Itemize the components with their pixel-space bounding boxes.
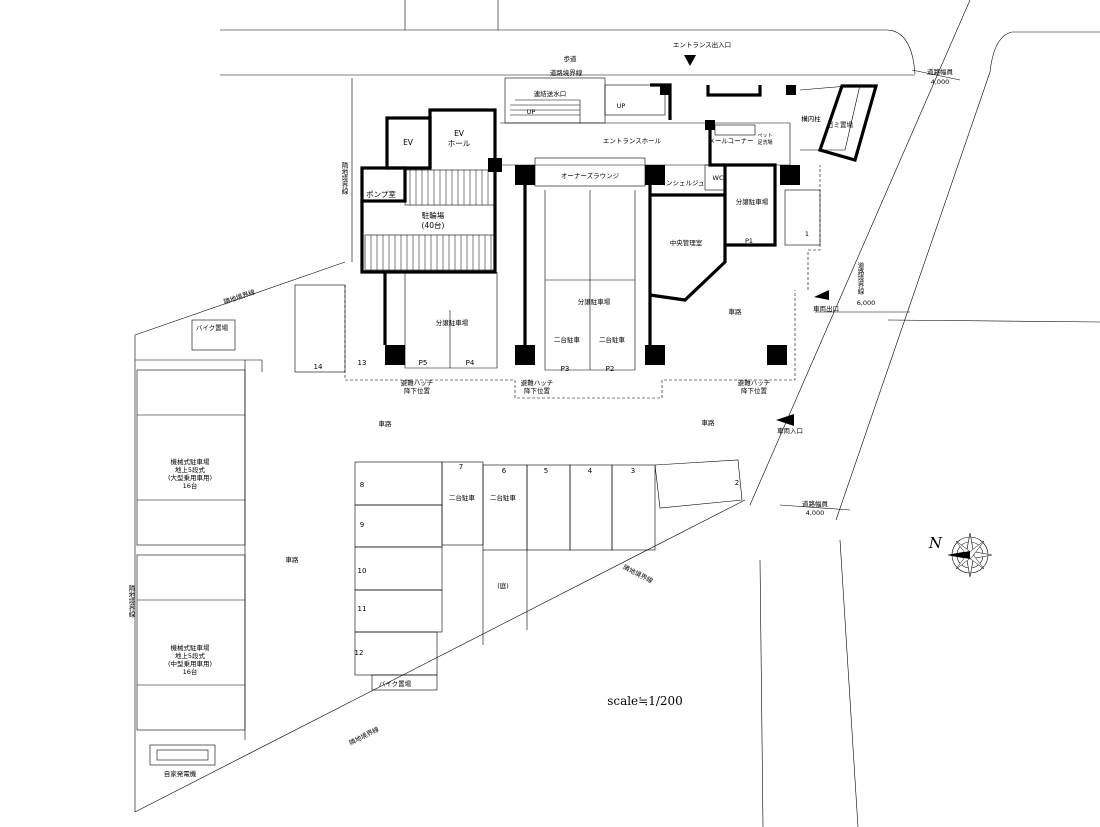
escape-hatch-label: 避難ハッチ	[401, 378, 434, 387]
stall-label: P4	[466, 359, 475, 367]
driveway-label: 車路	[702, 418, 716, 427]
driveway-label: 車路	[729, 307, 743, 316]
stall-label: 11	[358, 605, 367, 613]
road-width-label: 道路幅員	[802, 499, 829, 508]
bicycle-parking-label: 駐輪場	[422, 210, 445, 220]
arrow-down-icon	[684, 55, 696, 66]
stall-label: 1	[805, 230, 809, 238]
mechanical-parking-label: 16台	[183, 481, 198, 490]
building-outline-dashed	[344, 165, 821, 399]
stall-label: P2	[606, 365, 615, 373]
stall-label: 3	[631, 467, 635, 475]
building-parking	[294, 157, 821, 373]
two-car-label: 二台駐車	[554, 335, 581, 344]
mechanical-parking-label: 機械式駐車場	[171, 457, 211, 466]
two-car-label: 二台駐車	[599, 335, 626, 344]
escape-hatch-label: 降下位置	[524, 386, 551, 395]
road-width-label: 4,000	[931, 78, 950, 86]
mechanical-parking-label: (大型乗用車用)	[168, 473, 212, 482]
stall-label: P5	[419, 359, 428, 367]
generator-label: 自家発電機	[164, 769, 197, 778]
garbage-label: ゴミ置場	[827, 120, 854, 129]
ev-label: EV	[403, 138, 414, 147]
stall-label: 5	[544, 467, 548, 475]
two-car-label: 二台駐車	[490, 493, 517, 502]
stall-label: 8	[360, 481, 364, 489]
bike-parking-label: バイク置場	[379, 679, 412, 688]
road-width-label: 道路幅員	[927, 67, 954, 76]
mail-corner-label: メールコーナー	[708, 137, 753, 145]
stall-label: 13	[358, 359, 367, 367]
ev-hall-label: ホール	[448, 139, 471, 148]
pump-room-label: ポンプ室	[366, 189, 396, 199]
core-rooms	[360, 108, 497, 274]
unit-parking-label: 分譲駐車場	[578, 297, 611, 306]
stall-label: 6	[502, 467, 507, 475]
neighbor-boundary-label: 隣地境界線	[340, 161, 348, 195]
stall-label: 7	[459, 463, 463, 471]
labels: エントランス出入口 歩道 道路境界線 連結送水口 UP UP EV EV ホール…	[127, 40, 954, 778]
bicycle-count-label: (40台)	[422, 220, 445, 230]
garden-label: (庭)	[497, 581, 509, 590]
neighbor-boundary-label: 隣地境界線	[622, 562, 655, 585]
stall-label: 4	[588, 467, 593, 475]
standpipe-label: 連結送水口	[534, 89, 567, 98]
roads	[220, 0, 1100, 827]
scale-label: scale≒1/200	[607, 694, 683, 708]
road-boundary-label: 道路境界線	[856, 261, 864, 295]
driveway-label: 車路	[286, 555, 300, 564]
escape-hatch-label: 降下位置	[404, 386, 431, 395]
vehicle-exit-label: 車両出口	[813, 304, 839, 313]
pet-wash-label: ペット	[757, 133, 772, 139]
entrance-hall-label: エントランスホール	[603, 137, 662, 145]
owners-lounge-label: オーナーズラウンジ	[561, 171, 620, 180]
vehicle-entrance-label: 車両入口	[777, 426, 803, 435]
driveway-label: 車路	[379, 419, 393, 428]
two-car-label: 二台駐車	[449, 493, 476, 502]
stall-label: 9	[360, 521, 364, 529]
north-label: N	[928, 534, 943, 552]
mechanical-parking-label: 地上5段式	[175, 651, 206, 660]
stall-label: 2	[735, 479, 739, 487]
site-boundary	[134, 78, 746, 813]
up-label: UP	[617, 102, 626, 110]
mechanical-parking-label: 地上5段式	[175, 465, 206, 474]
pet-wash-label: 足洗場	[757, 139, 772, 146]
escape-hatch-label: 避難ハッチ	[738, 378, 771, 387]
arrow-left-icon	[814, 290, 829, 300]
stall-label: 12	[355, 649, 364, 657]
outdoor-parking	[136, 319, 743, 766]
columns	[385, 85, 800, 365]
central-control-label: 中央管理室	[670, 238, 703, 247]
premises-pillar-label: 構内柱	[801, 114, 821, 123]
road-width-label: 6,000	[857, 299, 876, 307]
neighbor-boundary-label: 隣地境界線	[127, 584, 135, 618]
garbage-room	[817, 84, 879, 162]
road-boundary-label: 道路境界線	[550, 68, 583, 77]
north-compass-icon: N	[928, 532, 993, 578]
up-label: UP	[527, 108, 536, 116]
neighbor-boundary-label: 隣地境界線	[222, 287, 256, 306]
stall-label: P3	[561, 365, 570, 373]
bike-parking-label: バイク置場	[196, 323, 229, 332]
mechanical-parking-label: (中型乗用車用)	[168, 659, 212, 668]
stall-label: P1	[745, 237, 753, 245]
unit-parking-label: 分譲駐車場	[436, 318, 469, 327]
stall-label: 10	[358, 567, 367, 575]
road-width-label: 4,000	[806, 509, 825, 517]
sidewalk-label: 歩道	[564, 54, 578, 63]
concierge-label: コンシェルジュ	[659, 179, 704, 187]
entrance-label: エントランス出入口	[673, 40, 731, 49]
ev-hall-label: EV	[454, 129, 465, 138]
arrow-left-icon	[776, 414, 794, 426]
mechanical-parking-label: 16台	[183, 667, 198, 676]
escape-hatch-label: 降下位置	[741, 386, 768, 395]
escape-hatch-label: 避難ハッチ	[521, 378, 554, 387]
unit-parking-label: 分譲駐車場	[736, 197, 769, 206]
mechanical-parking-label: 機械式駐車場	[171, 643, 211, 652]
neighbor-boundary-label: 隣地境界線	[347, 724, 380, 747]
wc-label: WC	[713, 174, 724, 182]
stall-label: 14	[314, 363, 323, 371]
